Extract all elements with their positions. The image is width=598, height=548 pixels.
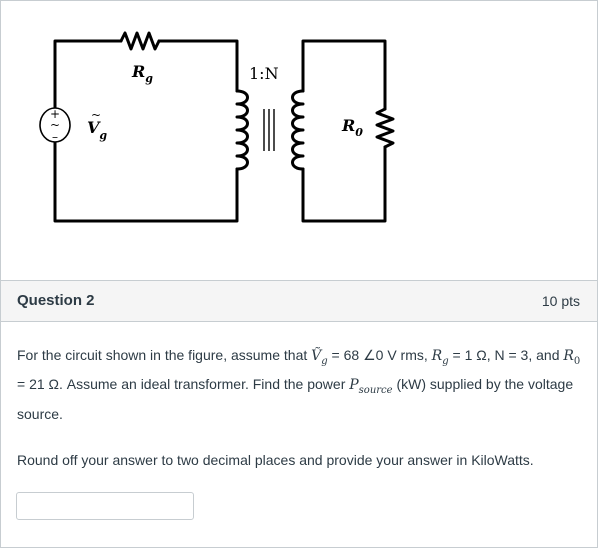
question-title: Question 2 xyxy=(17,292,95,309)
ro-label: R0 xyxy=(341,116,363,139)
left-loop-wire-bottom xyxy=(53,139,239,223)
right-loop-wire-top xyxy=(301,39,387,111)
r0-subscript: 0 xyxy=(573,355,581,367)
rg-label: Rg xyxy=(131,62,153,85)
question-text: For the circuit shown in the figure, ass… xyxy=(17,344,585,425)
circuit-diagram: + ~ – Rg 1:N R0 Vg ~ xyxy=(39,31,395,223)
question-text-a: For the circuit shown in the figure, ass… xyxy=(17,347,312,363)
rg-subscript: g xyxy=(442,355,449,367)
r0-symbol: R xyxy=(563,348,574,364)
vg-label: Vg xyxy=(87,118,107,142)
secondary-coil xyxy=(291,89,305,171)
question-text-e: (kW) supplied by the voltage source. xyxy=(17,376,574,422)
circuit-figure: + ~ – Rg 1:N R0 Vg ~ xyxy=(1,1,597,279)
p-symbol: P xyxy=(349,377,359,394)
answer-input[interactable] xyxy=(16,492,194,520)
ratio-label: 1:N xyxy=(249,64,279,83)
transformer-core xyxy=(263,109,275,151)
primary-coil xyxy=(235,89,249,171)
rg-symbol: R xyxy=(431,348,443,364)
question-text-c: = 1 Ω, N = 3, and xyxy=(448,347,564,363)
question-header: Question 2 10 pts xyxy=(1,280,597,322)
left-loop-wire-top-right xyxy=(157,39,239,93)
resistor-ro xyxy=(375,107,395,149)
vg-symbol: Ṽ xyxy=(311,348,322,364)
vg-tilde-mark: ~ xyxy=(91,108,101,122)
question-text-b: = 68 ∠0 V rms, xyxy=(327,347,432,363)
vg-subscript: g xyxy=(321,355,328,367)
question-points: 10 pts xyxy=(541,293,580,309)
resistor-rg xyxy=(119,31,161,51)
source-plus-label: + xyxy=(50,107,60,121)
voltage-source-circle xyxy=(39,107,71,143)
source-tilde-label: ~ xyxy=(50,118,60,132)
question-instruction: Round off your answer to two decimal pla… xyxy=(17,452,534,468)
p-subscript: source xyxy=(358,385,393,397)
right-loop-wire-bottom xyxy=(301,145,387,223)
left-loop-wire-top-left xyxy=(53,39,123,111)
source-minus-label: – xyxy=(52,130,58,144)
question-text-d: = 21 Ω. Assume an ideal transformer. Fin… xyxy=(17,376,350,393)
